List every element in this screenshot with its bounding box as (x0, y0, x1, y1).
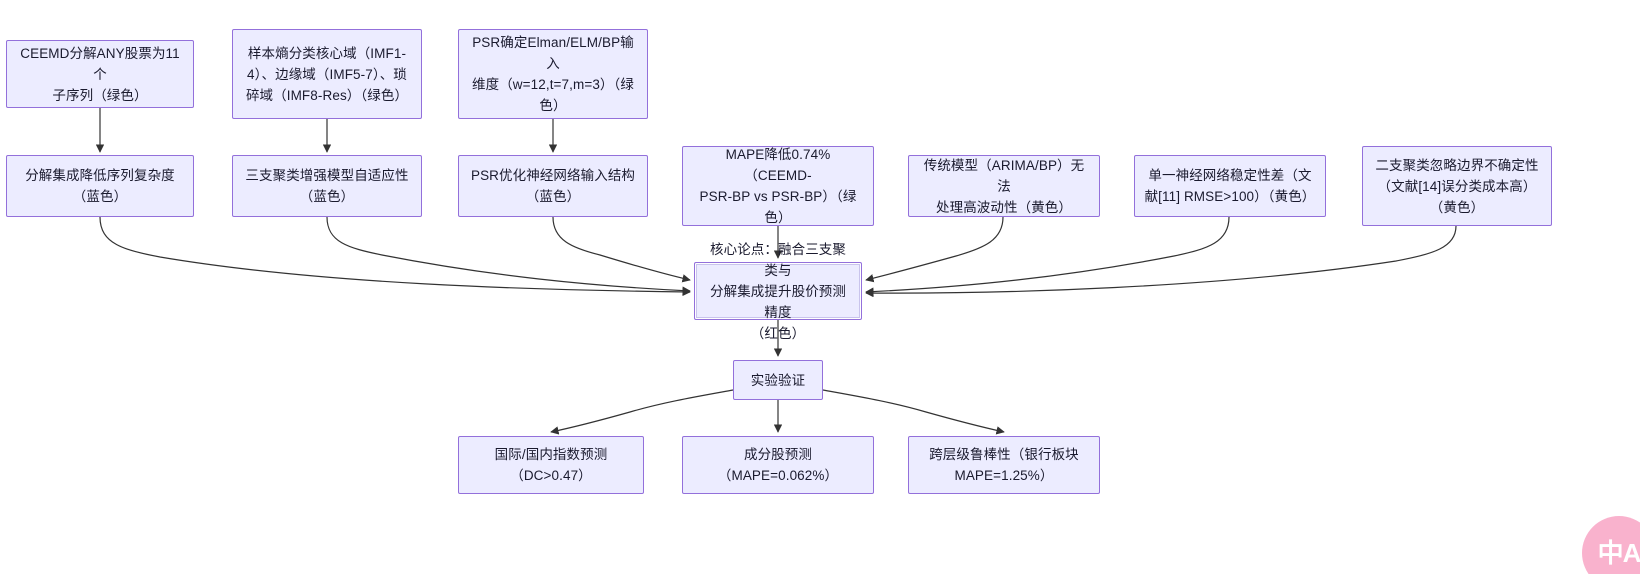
node-core-thesis[interactable]: 核心论点：融合三支聚类与 分解集成提升股价预测精度 （红色） (694, 242, 862, 341)
node-index-forecast-result[interactable]: 国际/国内指数预测 （DC>0.47） (458, 436, 644, 494)
edge-n8-core (865, 216, 1004, 283)
node-psr-optimize-network-input[interactable]: PSR优化神经网络输入结构 （蓝色） (458, 155, 648, 217)
node-three-way-clustering-adaptivity[interactable]: 三支聚类增强模型自适应性 （蓝色） (232, 155, 422, 217)
edge-n11-n14 (822, 389, 1005, 435)
node-label: 跨层级鲁棒性（银行板块 MAPE=1.25%） (929, 447, 1079, 483)
node-label: MAPE降低0.74%（CEEMD- PSR-BP vs PSR-BP）（绿 色… (699, 147, 857, 225)
watermark-badge: 中A (1582, 516, 1640, 574)
node-sample-entropy-domains[interactable]: 样本熵分类核心域（IMF1- 4）、边缘域（IMF5-7）、琐 碎域（IMF8-… (232, 29, 422, 119)
node-label: CEEMD分解ANY股票为11个 子序列（绿色） (20, 45, 180, 103)
node-label: 分解集成降低序列复杂度 （蓝色） (25, 168, 175, 204)
node-label: 传统模型（ARIMA/BP）无法 处理高波动性（黄色） (923, 157, 1085, 215)
node-psr-input-dimension[interactable]: PSR确定Elman/ELM/BP输入 维度（w=12,t=7,m=3）（绿 色… (458, 29, 648, 119)
node-constituent-stock-forecast-result[interactable]: 成分股预测 （MAPE=0.062%） (682, 436, 874, 494)
node-label: 国际/国内指数预测 （DC>0.47） (494, 447, 608, 483)
node-label: PSR确定Elman/ELM/BP输入 维度（w=12,t=7,m=3）（绿 色… (472, 35, 634, 113)
node-mape-reduction[interactable]: MAPE降低0.74%（CEEMD- PSR-BP vs PSR-BP）（绿 色… (682, 146, 874, 226)
node-label: 三支聚类增强模型自适应性 （蓝色） (245, 168, 409, 204)
node-reduce-complexity[interactable]: 分解集成降低序列复杂度 （蓝色） (6, 155, 194, 217)
node-traditional-model-limitation[interactable]: 传统模型（ARIMA/BP）无法 处理高波动性（黄色） (908, 155, 1100, 217)
node-label: 核心论点：融合三支聚类与 分解集成提升股价预测精度 （红色） (710, 241, 846, 341)
node-label: 单一神经网络稳定性差（文 献[11] RMSE>100）（黄色） (1144, 168, 1316, 204)
edge-n6-core (552, 216, 691, 283)
edge-n4-core (99, 216, 691, 297)
node-ceemd-decomposition[interactable]: CEEMD分解ANY股票为11个 子序列（绿色） (6, 40, 194, 108)
node-label: 成分股预测 （MAPE=0.062%） (717, 447, 839, 483)
edge-n9-core (865, 216, 1230, 296)
node-label: PSR优化神经网络输入结构 （蓝色） (470, 168, 636, 204)
edge-n10-core (865, 225, 1457, 298)
edge-n5-core (326, 216, 691, 295)
node-single-network-instability[interactable]: 单一神经网络稳定性差（文 献[11] RMSE>100）（黄色） (1134, 155, 1326, 217)
node-two-way-clustering-boundary[interactable]: 二支聚类忽略边界不确定性 （文献[14]误分类成本高） （黄色） (1362, 146, 1552, 226)
edge-n11-n12 (550, 389, 734, 435)
node-label: 样本熵分类核心域（IMF1- 4）、边缘域（IMF5-7）、琐 碎域（IMF8-… (245, 45, 409, 103)
node-label: 实验验证 (750, 372, 806, 388)
watermark-label: 中A (1597, 538, 1640, 568)
node-experimental-validation[interactable]: 实验验证 (733, 360, 823, 400)
node-label: 二支聚类忽略边界不确定性 （文献[14]误分类成本高） （黄色） (1375, 157, 1539, 215)
node-cross-level-robustness-result[interactable]: 跨层级鲁棒性（银行板块 MAPE=1.25%） (908, 436, 1100, 494)
